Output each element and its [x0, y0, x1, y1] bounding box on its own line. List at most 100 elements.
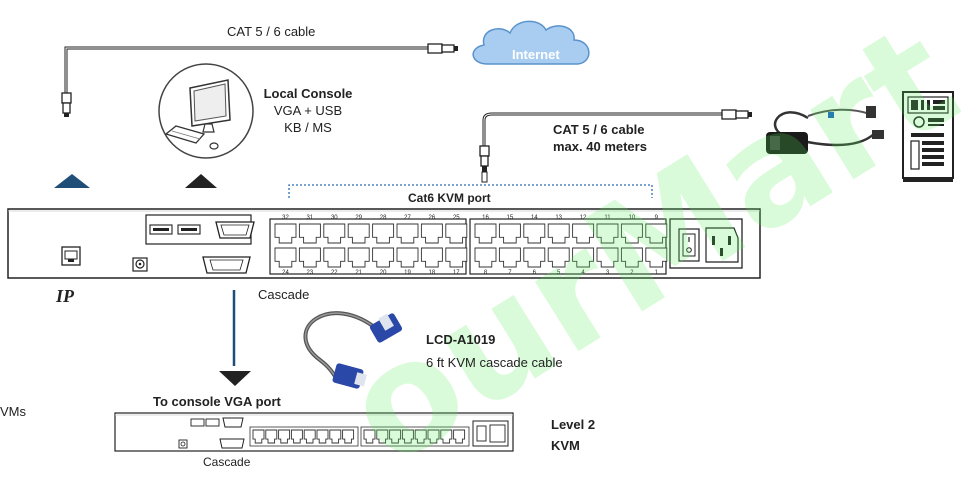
port-number-label: 17	[453, 270, 460, 276]
rj45-port-icon	[445, 223, 468, 244]
power-socket-icon	[669, 218, 743, 269]
cable-model-label: LCD-A1019	[426, 332, 496, 347]
port-number-label: 5	[557, 270, 561, 276]
rj45-port-icon	[329, 429, 342, 444]
port-number-label: 13	[555, 215, 562, 221]
rj45-port-icon	[420, 247, 443, 268]
port-number-label: 4	[581, 270, 585, 276]
rj45-port-icon	[498, 247, 521, 268]
server-tower-icon	[902, 91, 954, 182]
rj45-port-icon	[596, 247, 619, 268]
rj45-port-icon	[298, 247, 321, 268]
port-number-label: 30	[331, 215, 338, 221]
rj45-port-icon	[290, 429, 303, 444]
port-number-label: 6	[533, 270, 537, 276]
rj45-port-icon	[274, 223, 297, 244]
cat-cable-right-line2: max. 40 meters	[553, 139, 647, 154]
port-number-label: 16	[482, 215, 489, 221]
port-number-label: 15	[507, 215, 514, 221]
level2-line2: KVM	[551, 438, 580, 453]
port-number-label: 7	[508, 270, 512, 276]
rj45-port-icon	[323, 247, 346, 268]
rj45-port-icon	[278, 429, 291, 444]
rj45-port-icon	[347, 247, 370, 268]
local-console-line3: KB / MS	[284, 120, 332, 135]
rj45-port-icon	[572, 223, 595, 244]
rj45-port-icon	[372, 223, 395, 244]
rj45-port-icon	[316, 429, 329, 444]
cat-cable-right	[479, 109, 752, 183]
port-number-label: 3	[606, 270, 610, 276]
vga-port-icon	[215, 221, 255, 239]
rj45-port-icon	[303, 429, 316, 444]
cat-cable-top	[61, 43, 458, 117]
internet-label: Internet	[512, 47, 560, 62]
rj45-port-icon	[420, 223, 443, 244]
rj45-port-icon	[347, 223, 370, 244]
rj45-port-icon	[645, 223, 668, 244]
rj45-port-icon	[298, 223, 321, 244]
port-number-label: 25	[453, 215, 460, 221]
port-number-label: 24	[282, 270, 289, 276]
port-number-label: 28	[380, 215, 387, 221]
rj45-plug-icon	[61, 92, 72, 104]
left-cut-label: VMs	[0, 404, 26, 419]
rj45-port-icon	[523, 223, 546, 244]
rj45-port-icon	[265, 429, 278, 444]
rj45-port-icon	[401, 429, 414, 444]
rj45-port-icon	[396, 247, 419, 268]
up-arrow-icon	[185, 174, 217, 188]
kvm-port-label: Cat6 KVM port	[408, 191, 491, 205]
port-number-label: 27	[404, 215, 411, 221]
rj45-port-icon	[372, 247, 395, 268]
rj45-plug-icon	[479, 145, 490, 157]
rj45-port-icon	[389, 429, 402, 444]
port-number-label: 29	[355, 215, 362, 221]
rj45-port-icon	[620, 223, 643, 244]
port-number-label: 9	[655, 215, 659, 221]
rj45-port-icon	[440, 429, 453, 444]
rj45-port-icon	[620, 247, 643, 268]
local-console-computer-icon	[158, 63, 254, 159]
rj45-port-icon	[596, 223, 619, 244]
kvm-dongle-adapter-icon	[766, 106, 884, 154]
port-number-label: 22	[331, 270, 338, 276]
port-number-label: 26	[429, 215, 436, 221]
cascade-small-label: Cascade	[203, 455, 251, 469]
rj45-port-icon	[572, 247, 595, 268]
usb-port-icon	[149, 224, 173, 235]
rj45-port-icon	[323, 223, 346, 244]
port-number-label: 10	[629, 215, 636, 221]
port-number-label: 1	[655, 270, 659, 276]
rj45-port-icon	[274, 247, 297, 268]
local-console-line2: VGA + USB	[273, 103, 343, 118]
to-console-label: To console VGA port	[153, 394, 281, 409]
port-number-label: 20	[380, 270, 387, 276]
cable-desc-label: 6 ft KVM cascade cable	[426, 355, 563, 370]
port-number-label: 2	[630, 270, 634, 276]
rj45-port-icon	[414, 429, 427, 444]
port-number-label: 12	[580, 215, 587, 221]
rj45-port-icon	[474, 247, 497, 268]
up-arrow-icon	[54, 174, 90, 188]
port-number-label: 21	[355, 270, 362, 276]
local-console-title: Local Console	[263, 86, 353, 101]
port-number-label: 11	[604, 215, 611, 221]
lan-port-icon	[61, 246, 81, 266]
vga-cascade-cable-icon	[303, 311, 403, 389]
rj45-plug-icon	[427, 43, 443, 54]
rj45-plug-icon	[721, 109, 737, 120]
rj45-port-icon	[453, 429, 466, 444]
kvm-connection-diagram: 3224312330222921282027192618251716815714…	[7, 20, 954, 452]
down-arrow-icon	[219, 371, 251, 386]
rj45-port-icon	[474, 223, 497, 244]
rj45-port-icon	[427, 429, 440, 444]
port-number-label: 8	[484, 270, 488, 276]
rj45-port-icon	[523, 247, 546, 268]
rj45-port-icon	[547, 223, 570, 244]
ip-logo: IP	[56, 286, 74, 306]
main-kvm-unit: 3224312330222921282027192618251716815714…	[7, 208, 761, 279]
rj45-port-icon	[498, 223, 521, 244]
port-number-label: 31	[307, 215, 314, 221]
usb-port-icon	[177, 224, 201, 235]
